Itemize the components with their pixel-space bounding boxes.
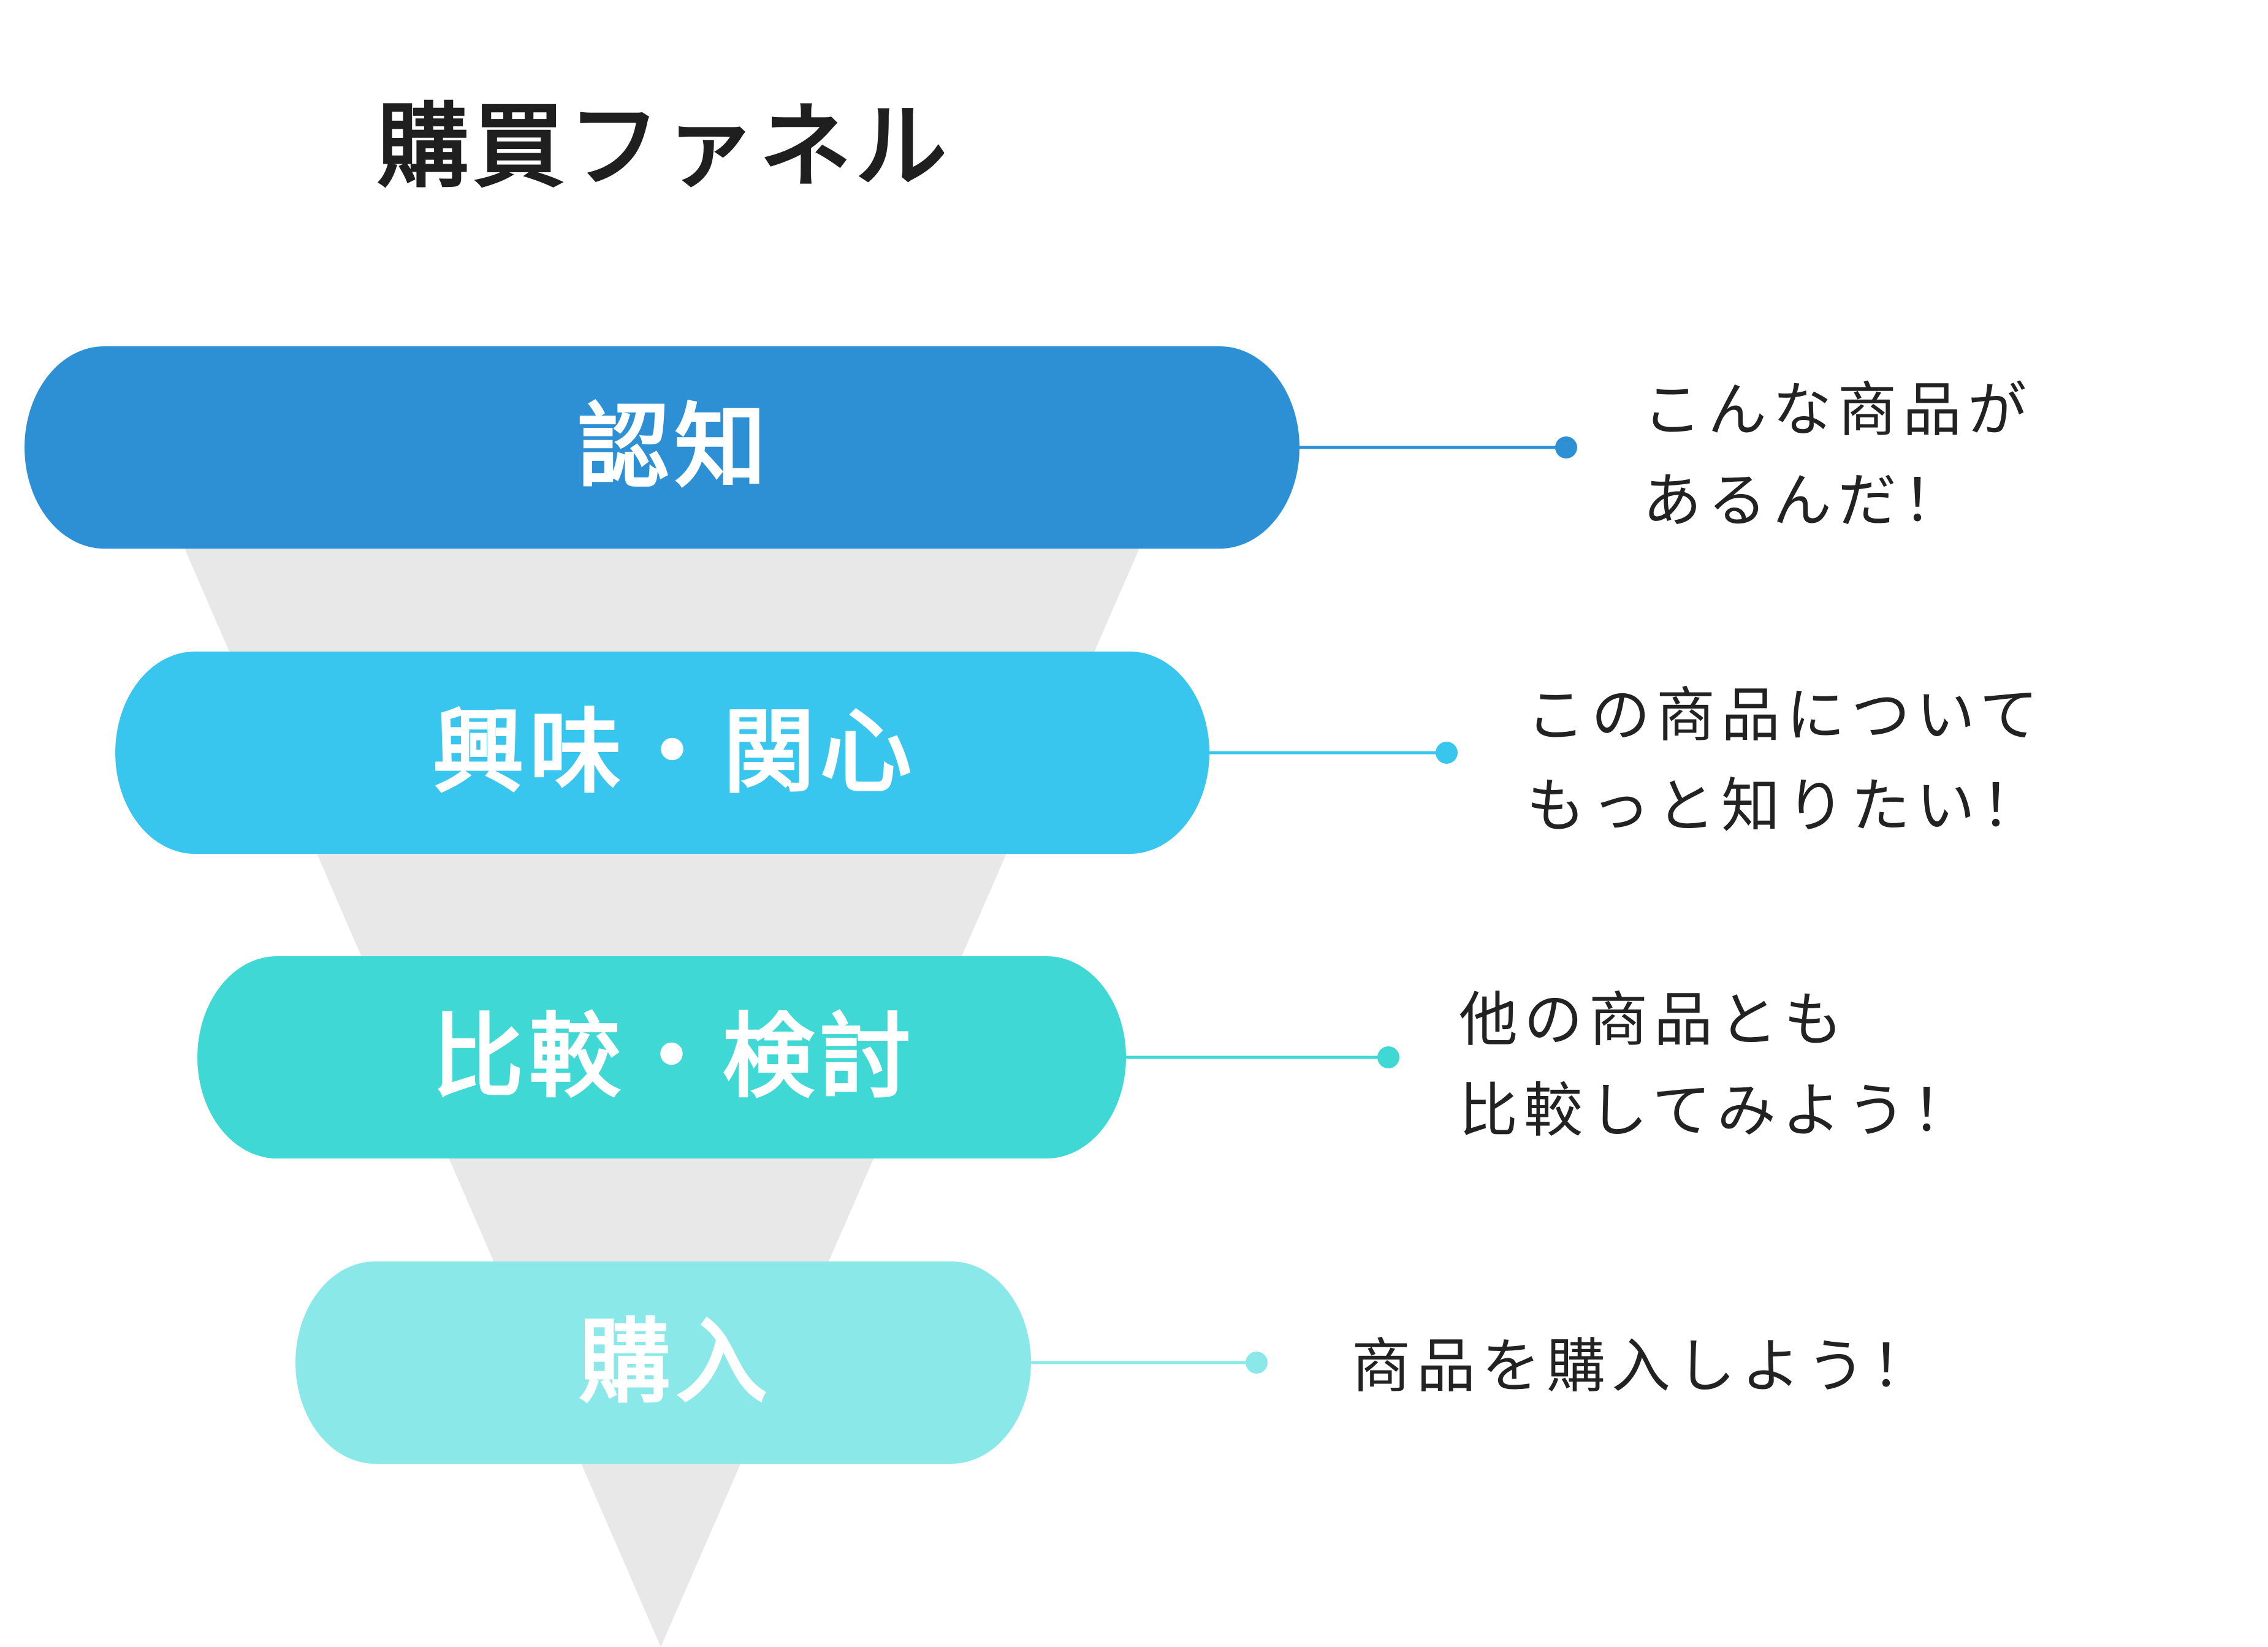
connector-dot-purchase [1246,1352,1268,1374]
connector-dot-interest [1436,742,1458,764]
page-title: 購買ファネル [377,94,951,200]
stage-pill-comparison [197,956,1126,1158]
stage-label-comparison: 比較・検討 [432,1004,916,1111]
description-line: こんな商品が [1643,376,2033,444]
stage-pill-purchase [295,1261,1031,1464]
connector-dot-comparison [1377,1046,1399,1068]
stages-layer [25,346,1577,1464]
connector-dot-awareness [1555,436,1577,458]
description-line: 商品を購入しよう！ [1352,1332,1936,1401]
description-line: 比較してみよう！ [1459,1076,1977,1145]
stage-label-awareness: 認知 [577,394,772,501]
stage-pill-interest [115,652,1209,854]
description-line: 他の商品とも [1459,986,1849,1054]
description-line: もっと知りたい！ [1526,772,2046,840]
stage-description-awareness: こんな商品が あるんだ！ [1643,365,2033,546]
description-line: あるんだ！ [1643,466,1968,535]
stage-label-purchase: 購入 [578,1309,773,1416]
description-line: この商品について [1526,681,2045,750]
stage-description-purchase: 商品を購入しよう！ [1352,1321,1936,1412]
stage-pill-awareness [25,346,1300,549]
stage-label-interest: 興味・関心 [432,699,917,806]
stage-description-interest: この商品について もっと知りたい！ [1526,670,2046,851]
stage-description-comparison: 他の商品とも 比較してみよう！ [1459,975,1977,1156]
